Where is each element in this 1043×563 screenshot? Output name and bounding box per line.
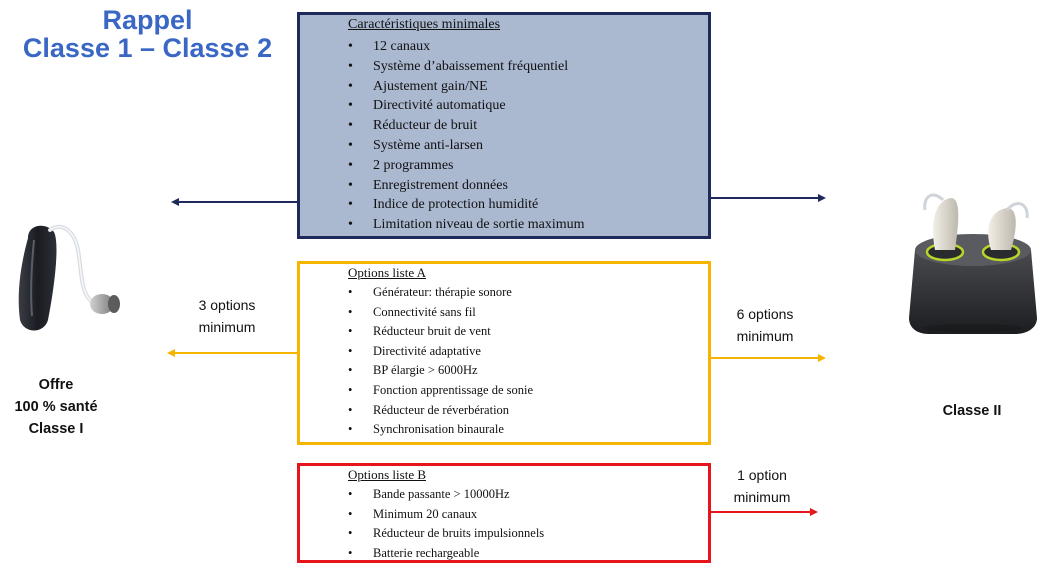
title-line-2: Classe 1 – Classe 2	[22, 33, 273, 63]
list-item: Réducteur bruit de vent	[348, 322, 533, 342]
class-1-label: Offre 100 % santé Classe I	[0, 374, 112, 440]
class-1-line: Classe I	[28, 421, 84, 437]
title-line-1: Rappel	[102, 5, 193, 35]
options-list-b-box: Options liste B Bande passante > 10000Hz…	[297, 463, 711, 563]
list-item: Minimum 20 canaux	[348, 505, 544, 525]
yellow-arrowhead-right	[818, 354, 826, 362]
class-2-label: Classe II	[942, 403, 1002, 419]
list-item: Réducteur de réverbération	[348, 401, 533, 421]
yellow-arrow-right	[711, 357, 819, 359]
class-1-line: 100 % santé	[14, 399, 98, 415]
minimum-characteristics-box: Caractéristiques minimales 12 canaux Sys…	[297, 12, 711, 239]
yellow-arrowhead-left	[167, 349, 175, 357]
requirement-line: minimum	[198, 319, 256, 335]
options-list-b-heading: Options liste B	[348, 467, 427, 482]
list-item: Système anti-larsen	[348, 136, 585, 156]
requirement-line: 3 options	[198, 297, 256, 313]
list-item: 2 programmes	[348, 156, 585, 176]
class-1-line: Offre	[38, 377, 74, 393]
requirement-line: 1 option	[737, 467, 787, 483]
list-item: Synchronisation binaurale	[348, 420, 533, 440]
requirement-line: 6 options	[736, 306, 794, 322]
list-item: Réducteur de bruits impulsionnels	[348, 524, 544, 544]
options-list-b: Bande passante > 10000Hz Minimum 20 cana…	[348, 485, 544, 563]
red-arrowhead-right	[810, 508, 818, 516]
list-item: Fonction apprentissage de sonie	[348, 381, 533, 401]
navy-arrow-left	[178, 201, 297, 203]
options-list-a-box: Options liste A Générateur: thérapie son…	[297, 261, 711, 445]
list-item: Connectivité sans fil	[348, 303, 533, 323]
list-item: Système d’abaissement fréquentiel	[348, 57, 585, 77]
list-item: Réducteur de bruit	[348, 116, 585, 136]
minimum-characteristics-heading: Caractéristiques minimales	[348, 17, 501, 32]
list-b-right-requirement: 1 option minimum	[722, 464, 802, 508]
list-item: Bande passante > 10000Hz	[348, 485, 544, 505]
yellow-arrow-left	[175, 352, 297, 354]
options-list-a-heading: Options liste A	[348, 265, 427, 280]
list-item: Ajustement gain/NE	[348, 77, 585, 97]
navy-arrowhead-right	[818, 194, 826, 202]
list-item: Batterie rechargeable	[348, 544, 544, 563]
requirement-line: minimum	[736, 328, 794, 344]
list-item: Générateur: thérapie sonore	[348, 283, 533, 303]
title: Rappel Classe 1 – Classe 2	[0, 6, 295, 62]
list-item: BP élargie > 6000Hz	[348, 361, 533, 381]
list-a-right-requirement: 6 options minimum	[725, 303, 805, 347]
red-arrow-right	[711, 511, 811, 513]
list-item: Enregistrement données	[348, 176, 585, 196]
list-item: Directivité automatique	[348, 96, 585, 116]
rechargeable-hearing-aid-charger-icon	[909, 193, 1037, 334]
options-list-a: Générateur: thérapie sonore Connectivité…	[348, 283, 533, 440]
list-item: 12 canaux	[348, 37, 585, 57]
navy-arrowhead-left	[171, 198, 179, 206]
behind-the-ear-hearing-aid-icon	[18, 224, 120, 331]
list-a-left-requirement: 3 options minimum	[187, 294, 267, 338]
list-item: Limitation niveau de sortie maximum	[348, 215, 585, 235]
navy-arrow-right	[711, 197, 819, 199]
minimum-characteristics-list: 12 canaux Système d’abaissement fréquent…	[348, 37, 585, 235]
requirement-line: minimum	[733, 489, 791, 505]
list-item: Directivité adaptative	[348, 342, 533, 362]
list-item: Indice de protection humidité	[348, 195, 585, 215]
